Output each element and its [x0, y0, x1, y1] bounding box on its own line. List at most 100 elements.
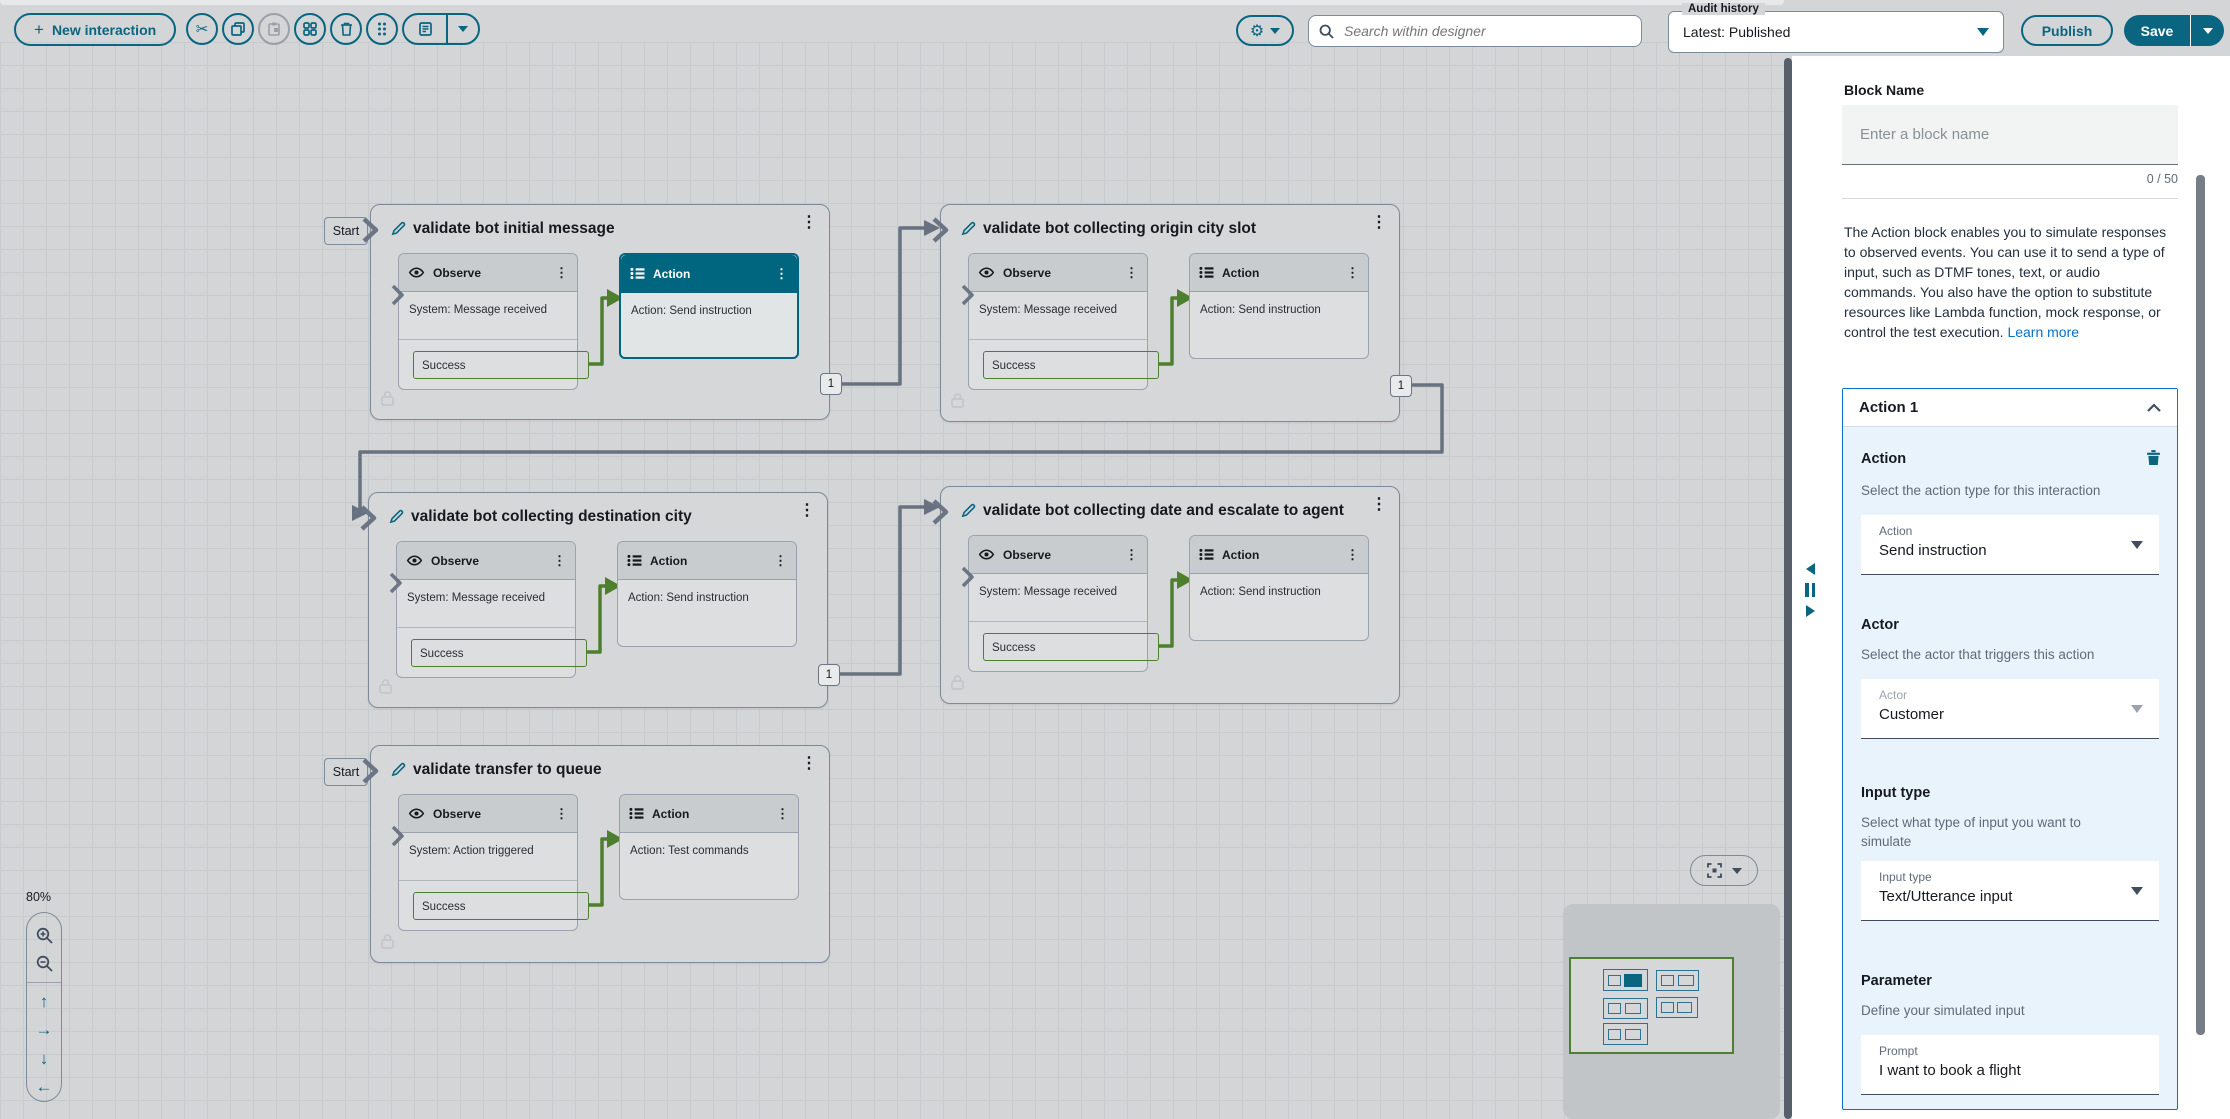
arrow-down-icon: ↓: [39, 1048, 49, 1068]
edit-title-icon[interactable]: [389, 509, 404, 529]
success-branch[interactable]: Success: [413, 351, 589, 379]
action-menu-icon[interactable]: ⋮: [775, 265, 788, 281]
panel-splitter[interactable]: [1798, 563, 1822, 617]
edit-title-icon[interactable]: [961, 503, 976, 523]
save-button[interactable]: Save: [2124, 15, 2190, 46]
observe-card[interactable]: Observe ⋮ System: Message received Succe…: [961, 253, 1159, 390]
block-menu-icon[interactable]: ⋮: [1371, 496, 1387, 513]
action-menu-icon[interactable]: ⋮: [1346, 264, 1359, 280]
fit-to-screen-split-button[interactable]: [1690, 855, 1758, 886]
notes-dropdown-button[interactable]: [448, 15, 478, 43]
observe-menu-icon[interactable]: ⋮: [1125, 264, 1138, 280]
collapse-left-icon[interactable]: [1805, 563, 1815, 575]
list-icon: [630, 267, 645, 280]
success-branch[interactable]: Success: [983, 633, 1159, 661]
action-menu-icon[interactable]: ⋮: [1346, 546, 1359, 562]
action-menu-icon[interactable]: ⋮: [774, 552, 787, 568]
edit-title-icon[interactable]: [391, 221, 406, 241]
notes-button[interactable]: [404, 15, 448, 43]
pan-right-button[interactable]: →: [27, 1016, 61, 1045]
edit-title-icon[interactable]: [961, 221, 976, 241]
edit-title-icon[interactable]: [391, 762, 406, 782]
chevron-down-icon: [1270, 27, 1281, 34]
action-card[interactable]: Action ⋮ Action: Send instruction: [1189, 253, 1369, 359]
output-badge[interactable]: 1: [818, 664, 840, 686]
minimap-block: [1656, 997, 1698, 1018]
audit-history-select[interactable]: Latest: Published: [1668, 11, 2004, 53]
action-section-sub: Select the action type for this interact…: [1861, 483, 2101, 498]
action-card[interactable]: Action ⋮ Action: Send instruction: [617, 541, 797, 647]
observe-menu-icon[interactable]: ⋮: [1125, 546, 1138, 562]
action-select[interactable]: Action Send instruction: [1861, 515, 2159, 575]
minimap-viewport[interactable]: [1569, 957, 1734, 1054]
prompt-field[interactable]: Prompt I want to book a flight: [1861, 1035, 2159, 1095]
search-input[interactable]: [1342, 22, 1631, 40]
actor-select[interactable]: Actor Customer: [1861, 679, 2159, 739]
new-interaction-button[interactable]: + New interaction: [14, 13, 177, 46]
observe-label: Observe: [1003, 547, 1052, 562]
action-menu-icon[interactable]: ⋮: [776, 805, 789, 821]
flow-canvas[interactable]: [0, 42, 1784, 1119]
observe-menu-icon[interactable]: ⋮: [555, 805, 568, 821]
zoom-in-icon: [36, 927, 53, 944]
action-card[interactable]: Action ⋮ Action: Send instruction: [1189, 535, 1369, 641]
group-button[interactable]: [294, 13, 326, 45]
observe-menu-icon[interactable]: ⋮: [555, 264, 568, 280]
observe-card[interactable]: Observe ⋮ System: Message received Succe…: [389, 541, 587, 678]
action-card-selected[interactable]: Action ⋮ Action: Send instruction: [619, 253, 799, 359]
splitter-handle-icon[interactable]: [1805, 583, 1815, 597]
pan-up-button[interactable]: ↑: [27, 987, 61, 1016]
fit-to-screen-icon: [1706, 863, 1722, 878]
output-badge[interactable]: 1: [820, 373, 842, 395]
block-menu-icon[interactable]: ⋮: [801, 755, 817, 772]
observe-card[interactable]: Observe ⋮ System: Message received Succe…: [961, 535, 1159, 672]
canvas-nav-controls[interactable]: ↑ → ↓ ←: [26, 912, 62, 1102]
delete-action-icon[interactable]: [2146, 449, 2161, 470]
drag-handle-button[interactable]: [366, 13, 398, 45]
output-badge[interactable]: 1: [1390, 375, 1412, 397]
canvas-horizontal-scrollbar[interactable]: [0, 0, 1784, 5]
observe-card[interactable]: Observe ⋮ System: Action triggered Succe…: [391, 794, 589, 931]
observe-menu-icon[interactable]: ⋮: [553, 552, 566, 568]
flow-block-validate-bot-collecting-origin-city-slot[interactable]: validate bot collecting origin city slot…: [932, 204, 1412, 422]
list-icon: [1199, 548, 1214, 561]
copy-button[interactable]: [222, 13, 254, 45]
cut-button[interactable]: ✂: [186, 13, 218, 45]
lock-icon: [381, 391, 394, 411]
canvas-vertical-scrollbar[interactable]: [1784, 58, 1792, 1119]
success-branch[interactable]: Success: [411, 639, 587, 667]
success-branch[interactable]: Success: [983, 351, 1159, 379]
designer-search[interactable]: [1308, 15, 1642, 47]
action-label: Action: [650, 553, 688, 568]
block-menu-icon[interactable]: ⋮: [799, 502, 815, 519]
flow-block-validate-bot-initial-message[interactable]: Start validate bot initial message ⋮ Obs…: [324, 204, 842, 420]
minimap[interactable]: [1563, 904, 1780, 1119]
observe-entry-arrow-icon: [391, 284, 404, 306]
delete-button[interactable]: [330, 13, 362, 45]
pan-down-button[interactable]: ↓: [27, 1044, 61, 1073]
block-menu-icon[interactable]: ⋮: [801, 214, 817, 231]
action-1-accordion-header[interactable]: Action 1: [1843, 389, 2177, 427]
flow-block-validate-bot-collecting-destination-city[interactable]: validate bot collecting destination city…: [360, 492, 840, 708]
block-name-input[interactable]: [1842, 105, 2178, 165]
observe-card[interactable]: Observe ⋮ System: Message received Succe…: [391, 253, 589, 390]
settings-dropdown-button[interactable]: ⚙: [1236, 15, 1294, 46]
zoom-in-button[interactable]: [27, 921, 61, 950]
input-type-select[interactable]: Input type Text/Utterance input: [1861, 861, 2159, 921]
collapse-right-icon[interactable]: [1805, 605, 1815, 617]
publish-button[interactable]: Publish: [2021, 15, 2113, 46]
action-card[interactable]: Action ⋮ Action: Test commands: [619, 794, 799, 900]
zoom-out-button[interactable]: [27, 950, 61, 979]
flow-block-validate-transfer-to-queue[interactable]: Start validate transfer to queue ⋮ Obser…: [324, 745, 830, 963]
panel-vertical-scrollbar[interactable]: [2196, 175, 2205, 1035]
pan-left-button[interactable]: ←: [27, 1073, 61, 1102]
flow-block-validate-bot-collecting-date-and-escalate[interactable]: validate bot collecting date and escalat…: [932, 486, 1400, 704]
save-dropdown-button[interactable]: [2190, 15, 2224, 46]
block-title: validate bot initial message: [413, 220, 615, 237]
block-menu-icon[interactable]: ⋮: [1371, 214, 1387, 231]
success-branch[interactable]: Success: [413, 892, 589, 920]
learn-more-link[interactable]: Learn more: [2007, 324, 2080, 340]
notes-split-button[interactable]: [402, 13, 480, 45]
save-split-button[interactable]: Save: [2124, 15, 2224, 46]
paste-button[interactable]: [258, 13, 290, 45]
